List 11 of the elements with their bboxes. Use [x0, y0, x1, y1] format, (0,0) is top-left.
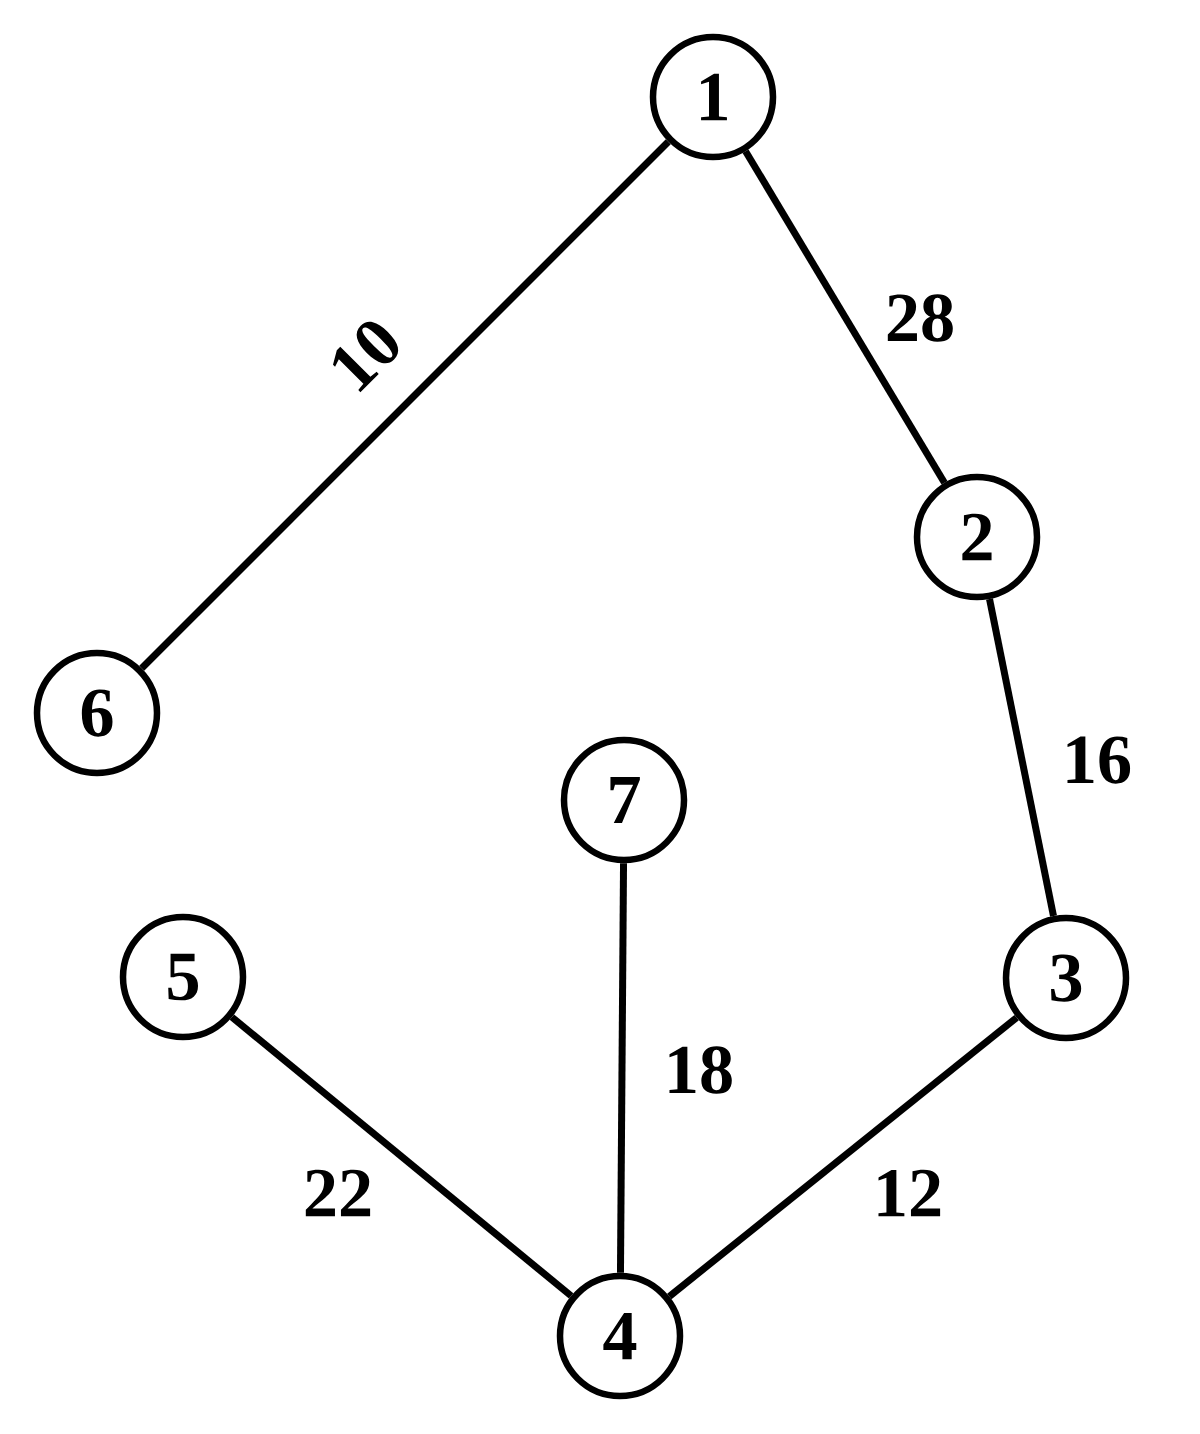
- edge-line: [139, 139, 671, 671]
- edge-line: [742, 149, 948, 485]
- edge-label: 28: [883, 292, 957, 344]
- edge-line: [667, 1014, 1019, 1300]
- edge-label: 18: [662, 1044, 736, 1096]
- edge-label: 16: [1060, 734, 1134, 786]
- edge-line: [229, 1014, 574, 1299]
- edge-label: 12: [871, 1168, 945, 1219]
- edge-label: 22: [301, 1168, 375, 1219]
- edge-line: [986, 598, 1057, 917]
- edge-label: 10: [320, 310, 410, 400]
